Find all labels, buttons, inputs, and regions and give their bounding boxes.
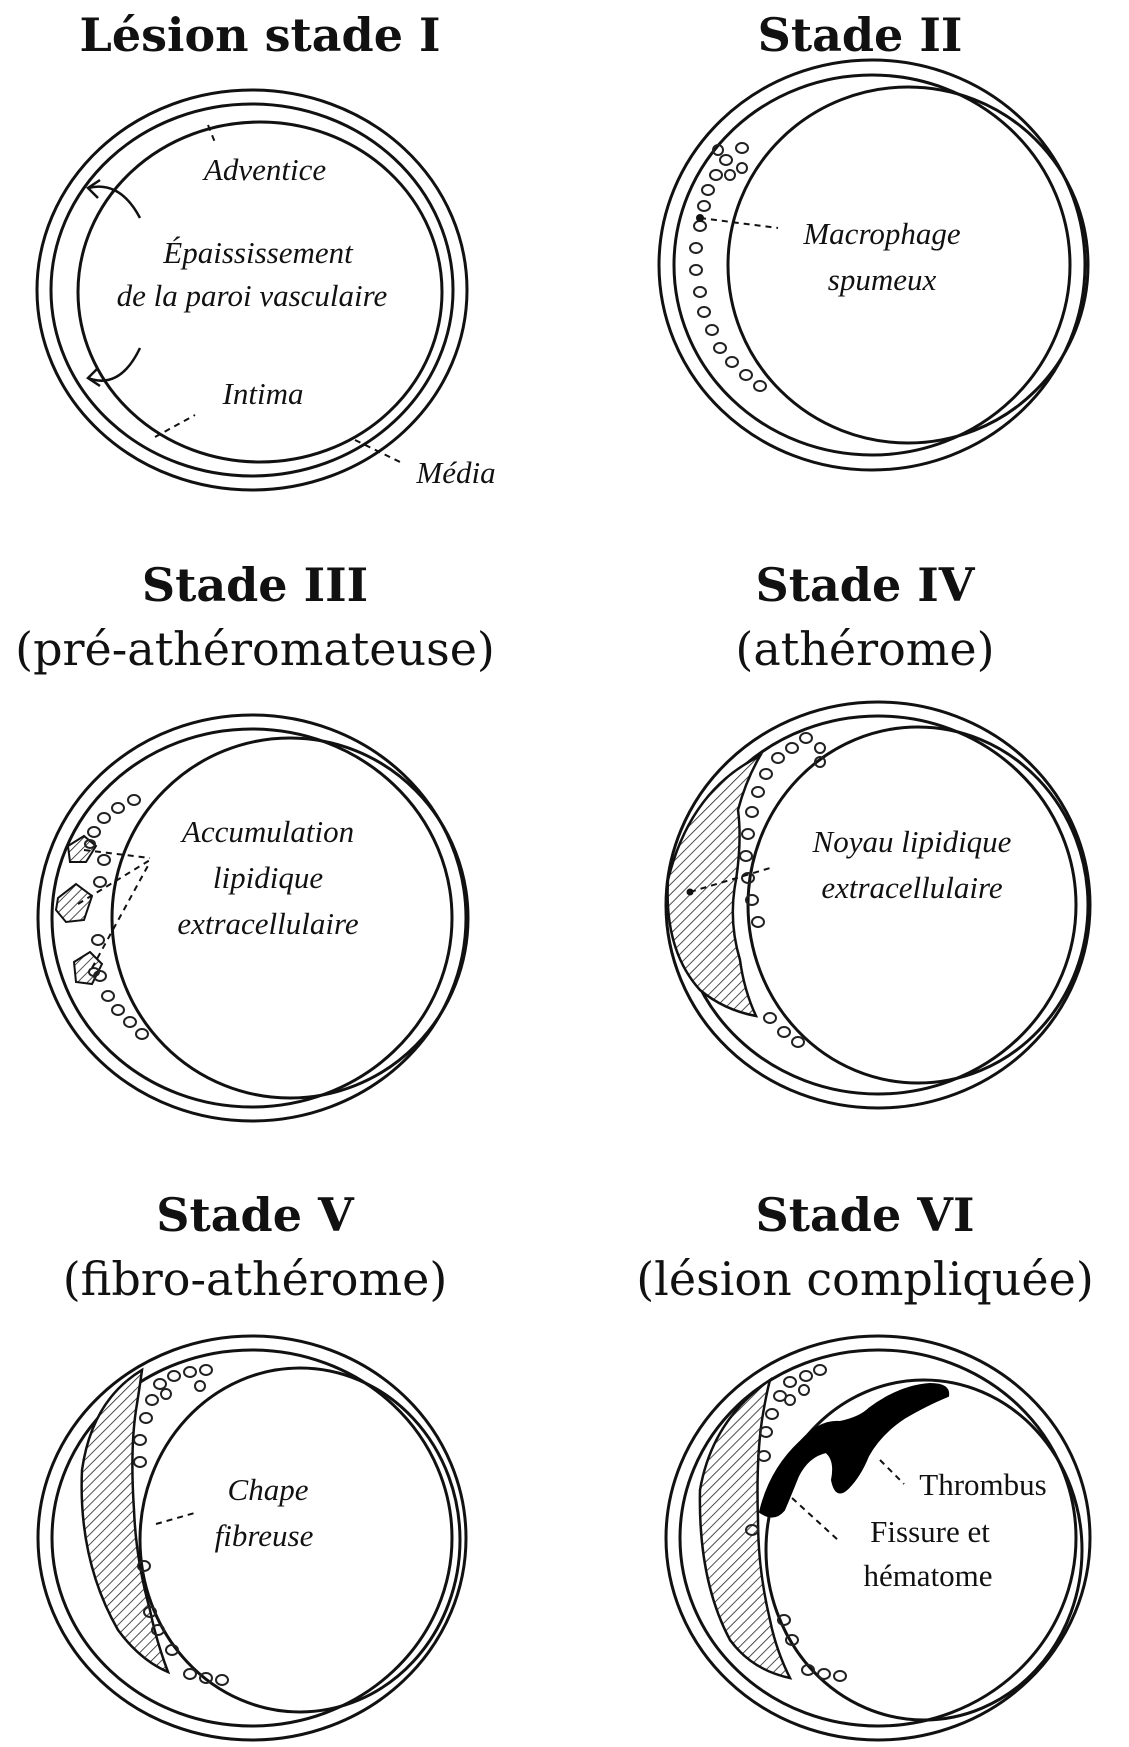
media-label: Média bbox=[415, 455, 495, 490]
stage3-label-line2: lipidique bbox=[213, 860, 323, 895]
macrophage-label-line2: spumeux bbox=[828, 262, 937, 297]
thrombus-label: Thrombus bbox=[919, 1467, 1046, 1502]
stage6-label-line1: Fissure et bbox=[870, 1514, 990, 1549]
stage4-pointer-dot bbox=[687, 889, 694, 896]
stage2-leader-line bbox=[700, 218, 778, 228]
stage4-label-line1: Noyau lipidique bbox=[812, 824, 1012, 859]
stage5-label-line1: Chape bbox=[228, 1472, 309, 1507]
macrophage-label-line1: Macrophage bbox=[802, 216, 960, 251]
thickening-label-line2: de la paroi vasculaire bbox=[117, 278, 388, 313]
thickening-label-line1: Épaississement bbox=[162, 235, 354, 270]
stage4-lipid-core bbox=[668, 756, 760, 1016]
stage4-foam-cells bbox=[740, 733, 825, 1047]
stage5-label-line2: fibreuse bbox=[215, 1518, 314, 1553]
adventice-label: Adventice bbox=[202, 152, 326, 187]
stage2-pointer-dot bbox=[696, 214, 704, 222]
stage3-label-line1: Accumulation bbox=[180, 814, 354, 849]
stage3-foam-cells bbox=[85, 795, 148, 1039]
intima-label: Intima bbox=[222, 376, 304, 411]
stage6-label-line2: hématome bbox=[863, 1558, 992, 1593]
stage6-lipid-core bbox=[700, 1380, 790, 1678]
stage3-label-line3: extracellulaire bbox=[177, 906, 359, 941]
stage5-leader-line bbox=[156, 1512, 198, 1524]
stage4-label-line2: extracellulaire bbox=[821, 870, 1003, 905]
